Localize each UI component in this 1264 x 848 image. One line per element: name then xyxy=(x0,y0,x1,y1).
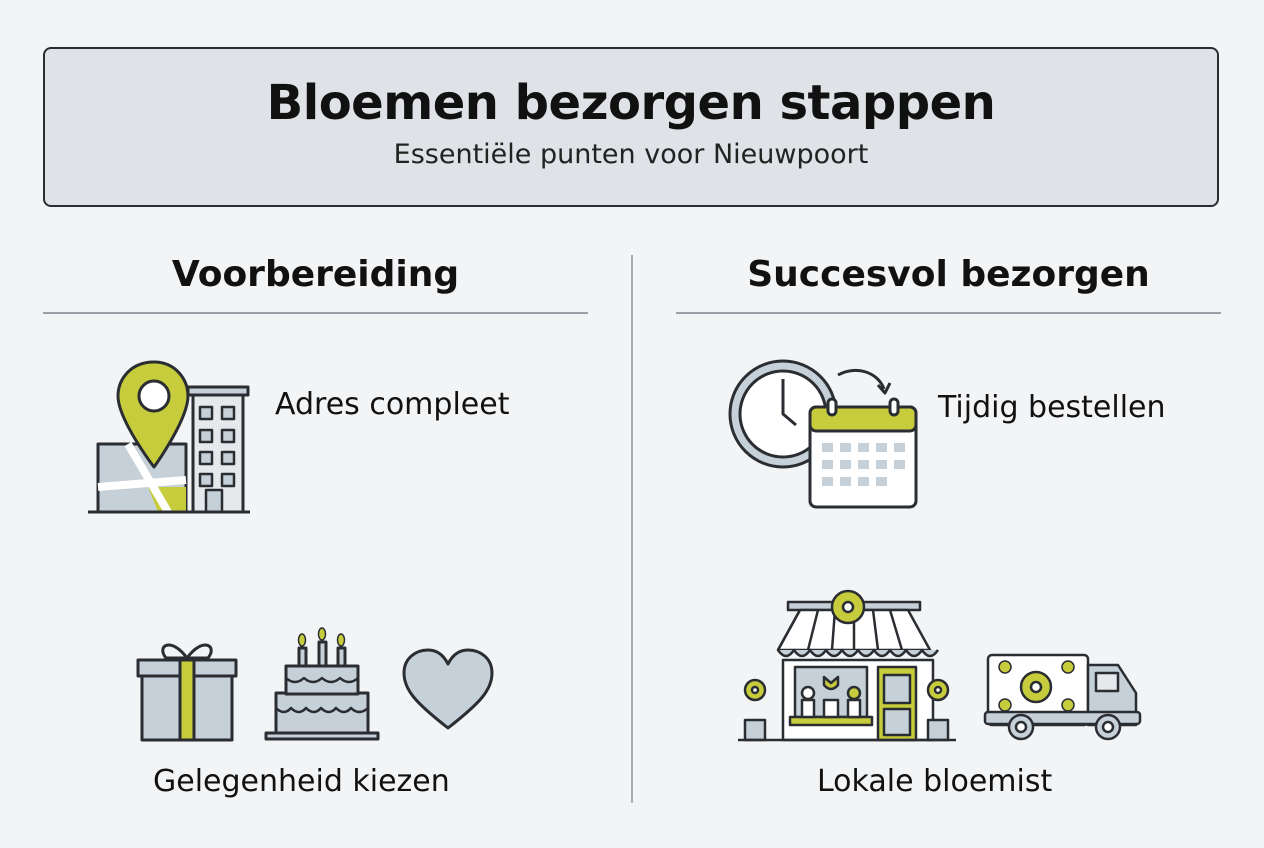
flower-shop-icon xyxy=(738,589,956,742)
title-banner: Bloemen bezorgen stappen Essentiële punt… xyxy=(43,47,1219,207)
gift-cake-heart-icon xyxy=(136,627,494,742)
clock-calendar-icon xyxy=(728,359,918,509)
heart-icon xyxy=(402,648,494,730)
cake-icon xyxy=(264,627,380,741)
page-title: Bloemen bezorgen stappen xyxy=(266,75,996,131)
map-pin-building-icon xyxy=(88,360,250,515)
item-label-order-on-time: Tijdig bestellen xyxy=(938,390,1166,425)
item-label-address: Adres compleet xyxy=(275,387,510,422)
divider xyxy=(676,312,1221,314)
divider xyxy=(43,312,588,314)
column-divider xyxy=(631,255,633,803)
flower-shop-truck-icon xyxy=(738,589,1142,742)
column-heading-delivery: Succesvol bezorgen xyxy=(747,254,1150,295)
item-label-local-florist: Lokale bloemist xyxy=(817,764,1053,799)
column-heading-preparation: Voorbereiding xyxy=(171,254,460,295)
delivery-truck-icon xyxy=(983,653,1142,741)
gift-icon xyxy=(136,643,238,742)
item-label-occasion: Gelegenheid kiezen xyxy=(153,764,450,799)
page-subtitle: Essentiële punten voor Nieuwpoort xyxy=(393,139,869,170)
